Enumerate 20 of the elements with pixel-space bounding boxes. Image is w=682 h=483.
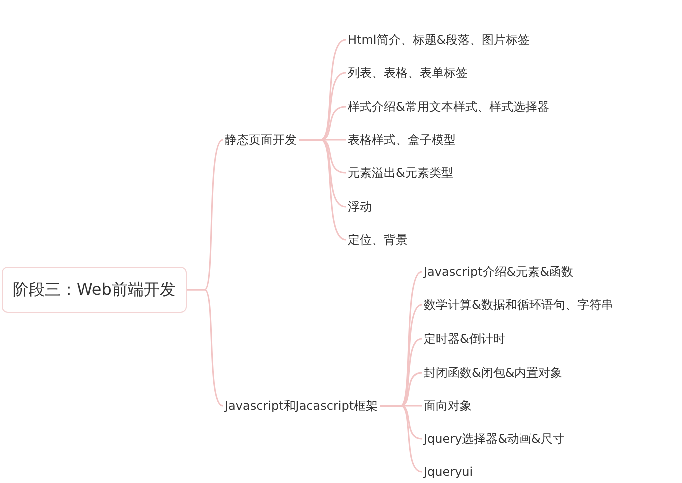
branch-line (186, 289, 224, 407)
topic-label: 静态页面开发 (223, 130, 299, 150)
branch-line (299, 139, 346, 241)
topic-label: 浮动 (346, 197, 374, 217)
root-topic-box: 阶段三：Web前端开发 (2, 267, 187, 313)
topic-label: Jqueryui (422, 462, 476, 482)
topic-label: Html简介、标题&段落、图片标签 (346, 30, 532, 50)
topic-label: 定时器&倒计时 (422, 329, 508, 349)
topic-label: 封闭函数&闭包&内置对象 (422, 363, 565, 383)
topic-label: 表格样式、盒子模型 (346, 130, 458, 150)
topic-label: 元素溢出&元素类型 (346, 163, 456, 183)
topic-label: 样式介绍&常用文本样式、样式选择器 (346, 97, 552, 117)
topic-label: 定位、背景 (346, 230, 410, 250)
topic-label: Jquery选择器&动画&尺寸 (422, 429, 567, 449)
branch-line (380, 405, 422, 473)
topic-label: Javascript介绍&元素&函数 (422, 262, 576, 282)
topic-label: 列表、表格、表单标签 (346, 63, 470, 83)
topic-label: Javascript和Jacascript框架 (223, 396, 380, 416)
topic-label: 面向对象 (422, 396, 474, 416)
topic-label: 数学计算&数据和循环语句、字符串 (422, 295, 616, 315)
